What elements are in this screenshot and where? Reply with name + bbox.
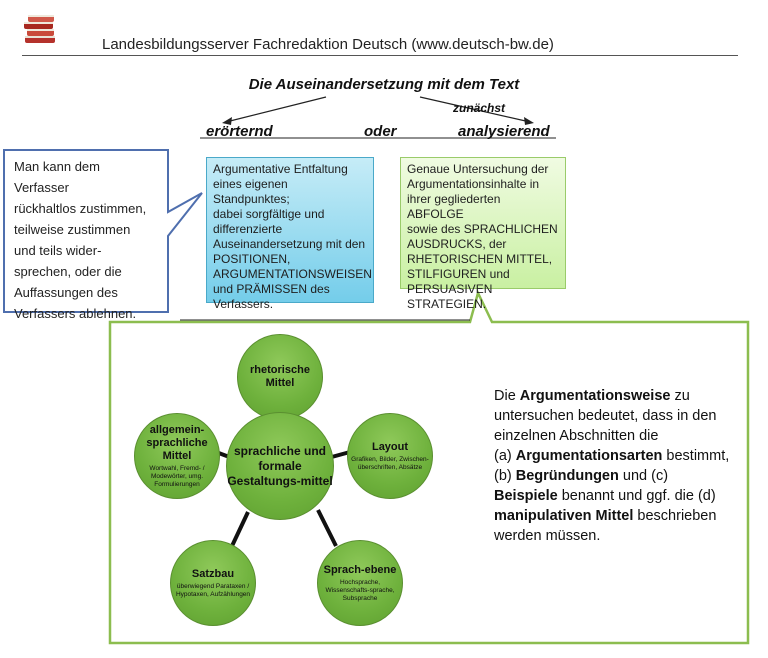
circle-rhetorische-mittel: rhetorische Mittel — [237, 334, 323, 420]
box-line: ihrer gegliederten ABFOLGE — [407, 192, 501, 221]
spoke-satzbau — [230, 511, 250, 547]
box-line: POSITIONEN, — [213, 252, 291, 266]
circle-center-gestaltungsmittel: sprachliche und formale Gestaltungs-mitt… — [226, 412, 334, 520]
arrow-left-line — [225, 96, 327, 123]
box-line: differenzierte — [213, 222, 283, 236]
box-line: dabei sorgfältige und — [213, 207, 325, 221]
circle-subtext: überwiegend Parataxen / Hypotaxen, Aufzä… — [175, 582, 251, 598]
spoke-sprachebene — [316, 509, 338, 547]
circle-sprachebene: Sprach-ebene Hochsprache, Wissenschafts-… — [317, 540, 403, 626]
term-begruendungen: Begründungen — [515, 468, 619, 484]
circle-title: sprachliche und formale Gestaltungs-mitt… — [227, 443, 333, 488]
arrow-right-line — [419, 96, 531, 123]
label-eroerternd: erörternd — [206, 123, 273, 140]
box-line: und PRÄMISSEN des — [213, 282, 330, 296]
circle-title: Sprach-ebene — [323, 563, 397, 576]
label-oder: oder — [364, 123, 397, 140]
circle-title: Layout — [371, 440, 409, 453]
circle-allgemeinsprachliche-mittel: allgemein-sprachliche Mittel Wortwahl, F… — [134, 413, 220, 499]
circle-subtext: Hochsprache, Wissenschafts-sprache, Subs… — [325, 578, 395, 602]
explanation-text: Die Argumentationsweise zu untersuchen b… — [494, 388, 730, 544]
callout-line: Verfassers ablehnen. — [14, 306, 137, 321]
box-line: sowie des SPRACHLICHEN — [407, 222, 558, 236]
circle-title: Satzbau — [191, 567, 235, 580]
diagram-title: Die Auseinandersetzung mit dem Text — [248, 76, 520, 93]
callout-text: Man kann dem Verfasser rückhaltlos zusti… — [14, 156, 150, 324]
term-argumentationsweise: Argumentationsweise — [519, 388, 671, 404]
box-line: Verfassers. — [213, 297, 274, 311]
callout-line: rückhaltlos zustimmen, — [14, 201, 147, 216]
box-line: ARGUMENTATIONSWEISEN — [213, 267, 372, 281]
eroerternd-box: Argumentative Entfaltung eines eigenen S… — [206, 157, 374, 311]
term-beispiele: Beispiele — [494, 488, 558, 504]
header-title: Landesbildungsserver Fachredaktion Deuts… — [102, 36, 554, 53]
arrow-right-head — [524, 117, 534, 125]
circle-title: rhetorische Mittel — [250, 364, 310, 389]
circle-layout: Layout Grafiken, Bilder, Zwischen-übersc… — [347, 413, 433, 499]
callout-line: teilweise zustimmen — [14, 222, 131, 237]
circle-satzbau: Satzbau überwiegend Parataxen / Hypotaxe… — [170, 540, 256, 626]
callout-bubble — [3, 149, 203, 313]
box-line: Auseinandersetzung mit den — [213, 237, 366, 251]
callout-line: und teils wider- — [14, 243, 102, 258]
circle-title: allgemein-sprachliche Mittel — [146, 423, 208, 462]
box-line: Argumentative Entfaltung — [213, 162, 348, 176]
books-stack-icon — [24, 15, 55, 43]
box-line: PERSUASIVEN STRATEGIEN. — [407, 282, 493, 311]
box-line: Genaue Untersuchung der — [407, 162, 549, 176]
callout-line: Auffassungen des — [14, 285, 118, 300]
box-line: eines eigenen Standpunktes; — [213, 177, 290, 206]
box-line: AUSDRUCKS, der — [407, 237, 507, 251]
callout-line: Man kann dem Verfasser — [14, 159, 100, 195]
term-argumentationsarten: Argumentationsarten — [515, 448, 663, 464]
label-analysierend: analysierend — [458, 123, 550, 140]
label-zunaechst: zunächst — [453, 101, 506, 115]
header-divider — [22, 55, 738, 56]
circle-subtext: Grafiken, Bilder, Zwischen-überschriften… — [351, 455, 429, 471]
arrow-left-head — [222, 117, 232, 125]
box-line: STILFIGUREN und — [407, 267, 510, 281]
term-manipulative-mittel: manipulativen Mittel — [494, 508, 634, 524]
analysierend-box: Genaue Untersuchung der Argumentationsin… — [400, 157, 566, 311]
callout-line: sprechen, oder die — [14, 264, 122, 279]
circle-subtext: Wortwahl, Fremd- / Modewörter, umg. Form… — [149, 464, 205, 488]
box-line: RHETORISCHEN MITTEL, — [407, 252, 553, 266]
box-line: Argumentationsinhalte in — [407, 177, 540, 191]
